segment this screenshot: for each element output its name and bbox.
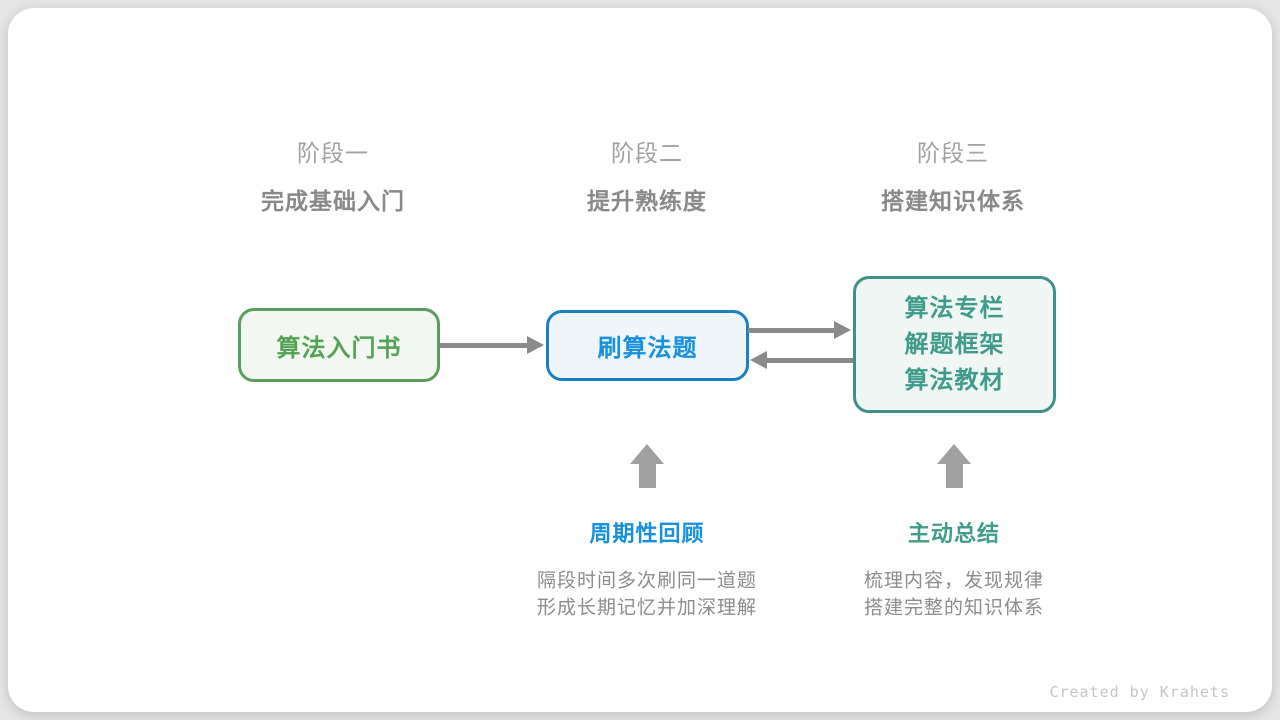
stage-2-label: 阶段二 — [611, 140, 683, 166]
node-knowledge-sources: 算法专栏 解题框架 算法教材 — [853, 276, 1056, 413]
annotation-review-line-2: 形成长期记忆并加深理解 — [536, 597, 758, 619]
node-knowledge-line-1: 算法专栏 — [904, 294, 1005, 322]
node-beginner-book-title: 算法入门书 — [276, 334, 402, 362]
annotation-summary-line-1: 梳理内容，发现规律 — [863, 570, 1045, 592]
node-knowledge-line-3: 算法教材 — [904, 366, 1005, 394]
diagram-card: 阶段一 完成基础入门 阶段二 提升熟练度 阶段三 搭建知识体系 算法入门书 刷算… — [8, 8, 1272, 712]
node-practice-problems-title: 刷算法题 — [597, 335, 698, 362]
stage-1-subtitle: 完成基础入门 — [261, 188, 405, 214]
annotation-summary-title: 主动总结 — [907, 521, 1001, 546]
annotation-summary-line-2: 搭建完整的知识体系 — [863, 597, 1045, 619]
stage-3-subtitle: 搭建知识体系 — [881, 188, 1025, 214]
node-knowledge-line-2: 解题框架 — [904, 330, 1005, 358]
stage-1-label: 阶段一 — [297, 140, 369, 166]
node-beginner-book: 算法入门书 — [238, 308, 440, 382]
node-practice-problems: 刷算法题 — [546, 310, 749, 381]
stage-3-label: 阶段三 — [917, 140, 989, 166]
credit-text: Created by Krahets — [1049, 683, 1230, 701]
annotation-review-line-1: 隔段时间多次刷同一道题 — [536, 570, 758, 592]
stage-2-subtitle: 提升熟练度 — [587, 188, 707, 214]
annotation-review-title: 周期性回顾 — [589, 521, 705, 546]
